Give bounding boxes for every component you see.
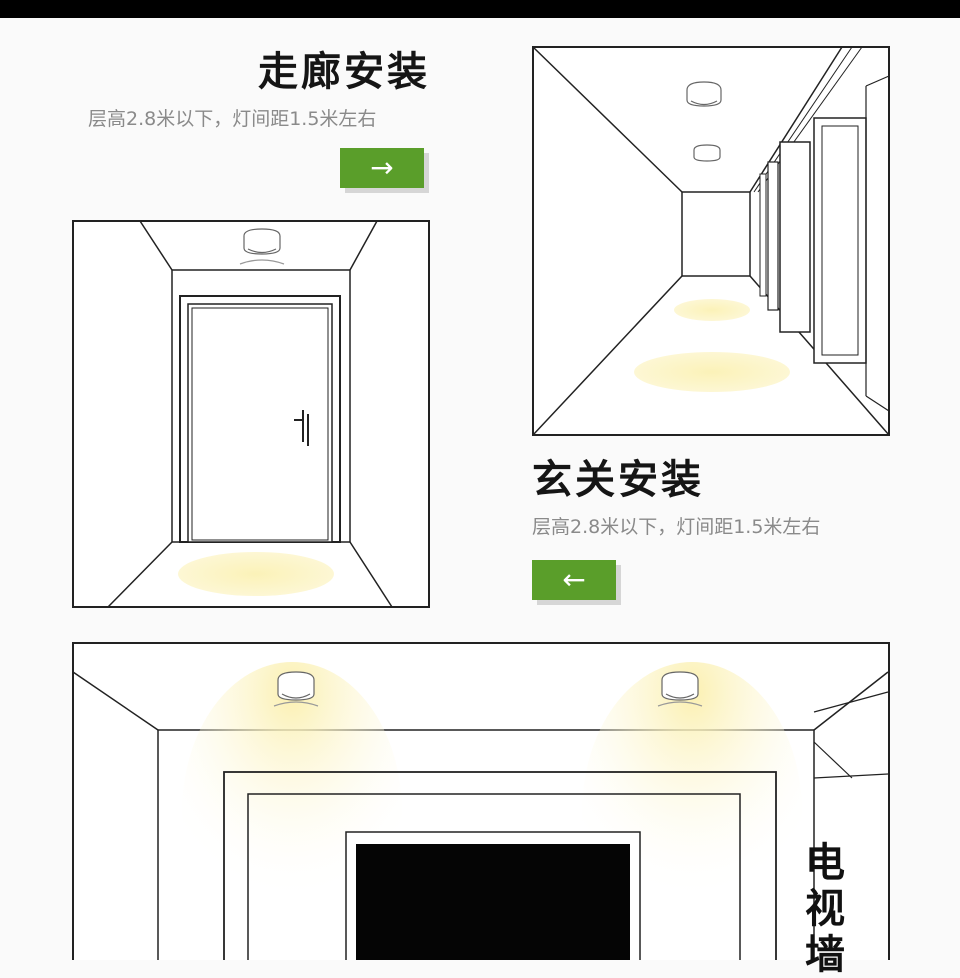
corridor-arrow-button[interactable]: → xyxy=(340,148,424,188)
arrow-right-icon: → xyxy=(370,151,394,184)
top-bar xyxy=(0,0,960,18)
arrow-left-icon: ← xyxy=(562,563,586,596)
entrance-title: 玄关安装 xyxy=(532,457,704,503)
entrance-illustration xyxy=(72,220,430,608)
corridor-drawing xyxy=(532,46,890,436)
tv-wall-illustration xyxy=(72,642,890,960)
corridor-illustration xyxy=(532,46,890,436)
corridor-title: 走廊安装 xyxy=(258,49,430,95)
entrance-arrow-button[interactable]: ← xyxy=(532,560,616,600)
entrance-subtitle: 层高2.8米以下，灯间距1.5米左右 xyxy=(532,516,821,538)
corridor-subtitle: 层高2.8米以下，灯间距1.5米左右 xyxy=(88,108,377,130)
entrance-drawing xyxy=(72,220,430,608)
tv-wall-drawing xyxy=(72,642,890,960)
tv-wall-title: 电视墙 xyxy=(805,840,845,978)
